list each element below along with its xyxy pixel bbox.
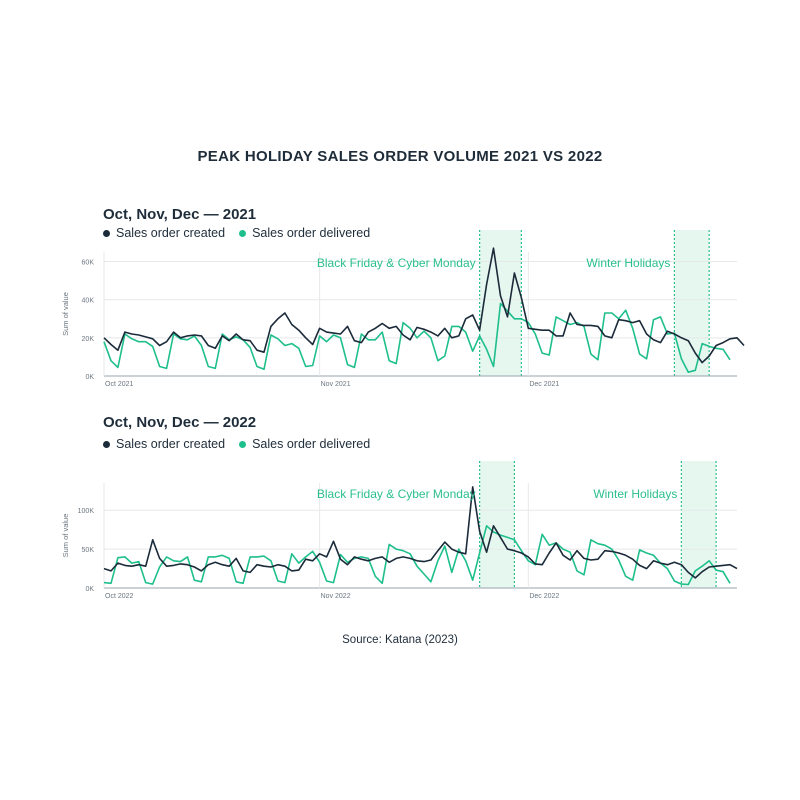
legend-dot-created (103, 229, 110, 237)
legend-label-created: Sales order created (116, 226, 226, 240)
legend-label-delivered: Sales order delivered (252, 437, 371, 451)
annotation-winter-holidays: Winter Holidays (586, 256, 670, 270)
legend-dot-delivered (239, 440, 247, 448)
legend-2021: Sales order created Sales order delivere… (103, 226, 370, 240)
legend-item-created: Sales order created (103, 226, 225, 240)
y-axis-label: Sum of value (61, 514, 70, 558)
source-note: Source: Katana (2023) (342, 634, 458, 646)
panel-title-2021: Oct, Nov, Dec — 2021 (103, 206, 257, 223)
y-tick-label: 0K (85, 374, 94, 381)
legend-dot-delivered (239, 229, 247, 237)
y-tick-label: 50K (82, 547, 95, 554)
legend-item-delivered: Sales order delivered (239, 226, 370, 240)
series-line-delivered (103, 302, 731, 374)
x-tick-label: Nov 2022 (321, 593, 351, 600)
x-tick-label: Nov 2021 (321, 381, 351, 388)
annotation-black-friday: Black Friday & Cyber Monday (317, 487, 476, 501)
legend-item-delivered: Sales order delivered (239, 437, 370, 451)
annotation-winter-holidays: Winter Holidays (593, 487, 677, 501)
annotation-black-friday: Black Friday & Cyber Monday (317, 256, 476, 270)
legend-2022: Sales order created Sales order delivere… (103, 437, 370, 451)
series-line-created (103, 247, 745, 364)
page-title: PEAK HOLIDAY SALES ORDER VOLUME 2021 VS … (197, 148, 603, 165)
y-tick-label: 40K (82, 298, 95, 305)
y-tick-label: 20K (82, 336, 95, 343)
series-line-created (103, 486, 738, 579)
highlight-band (479, 461, 515, 588)
y-tick-label: 0K (85, 586, 94, 593)
series-line-delivered (103, 524, 731, 586)
y-tick-label: 100K (78, 508, 95, 515)
y-tick-label: 60K (82, 260, 95, 267)
legend-label-delivered: Sales order delivered (252, 226, 371, 240)
x-tick-label: Dec 2021 (529, 381, 559, 388)
x-tick-label: Dec 2022 (529, 593, 559, 600)
x-tick-label: Oct 2022 (105, 593, 134, 600)
x-tick-label: Oct 2021 (105, 381, 134, 388)
legend-item-created: Sales order created (103, 437, 225, 451)
legend-label-created: Sales order created (116, 437, 226, 451)
panel-title-2022: Oct, Nov, Dec — 2022 (103, 414, 257, 431)
legend-dot-created (103, 440, 110, 448)
y-axis-label: Sum of value (61, 292, 70, 336)
